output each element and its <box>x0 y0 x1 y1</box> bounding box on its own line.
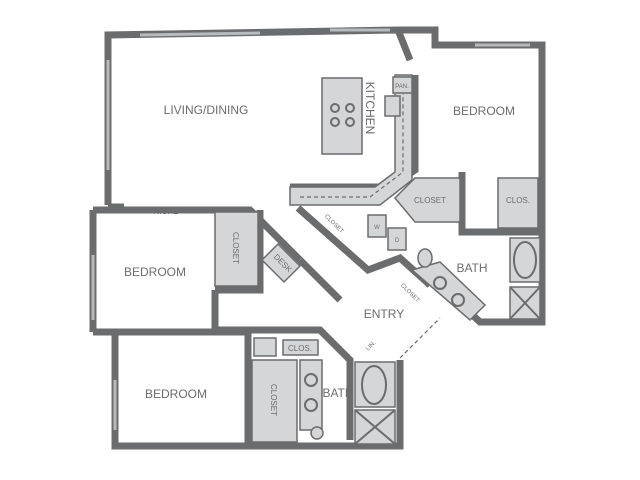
living-dining-label: LIVING/DINING <box>164 103 249 117</box>
entry-label: ENTRY <box>364 307 404 321</box>
entry-door-swing <box>399 317 441 359</box>
master-bath-label: BATH <box>456 261 487 275</box>
entry-closet-label: CLOSET <box>399 283 420 304</box>
kitchen-island <box>321 77 363 155</box>
left-bedroom-label: BEDROOM <box>124 265 186 279</box>
hall-clos <box>282 339 319 356</box>
pantry <box>392 76 413 94</box>
bottom-bath-fixtures <box>299 359 396 445</box>
bottom-closet <box>251 359 298 443</box>
bottom-bedroom-label: BEDROOM <box>145 387 207 401</box>
master-closet <box>393 177 461 223</box>
master-clos-label: CLOS. <box>506 196 530 205</box>
hall-clos-label: CLOS. <box>288 344 312 353</box>
desk <box>260 242 302 284</box>
sink <box>384 95 401 117</box>
dryer-label: D <box>395 238 400 244</box>
washer <box>367 214 387 238</box>
niche-label: NICHE <box>154 207 179 216</box>
linen-label: LIN. <box>365 340 377 352</box>
bottom-bath-label: BATH <box>322 386 353 400</box>
washer-label: W <box>374 225 380 231</box>
water-heater <box>253 337 277 357</box>
bottom-closet-label: CLOSET <box>269 384 278 416</box>
dryer <box>387 227 407 251</box>
master-bath-fixtures <box>410 237 541 322</box>
left-closet-label: CLOSET <box>231 232 240 264</box>
master-clos <box>497 177 539 229</box>
windows <box>91 28 530 430</box>
kitchen-label: KITCHEN <box>363 82 377 135</box>
master-closet-label: CLOSET <box>414 196 446 205</box>
pantry-label: PAN. <box>395 84 409 90</box>
kitchen-fixtures <box>289 74 413 206</box>
left-closet <box>214 211 259 287</box>
master-bedroom-label: BEDROOM <box>453 104 515 118</box>
